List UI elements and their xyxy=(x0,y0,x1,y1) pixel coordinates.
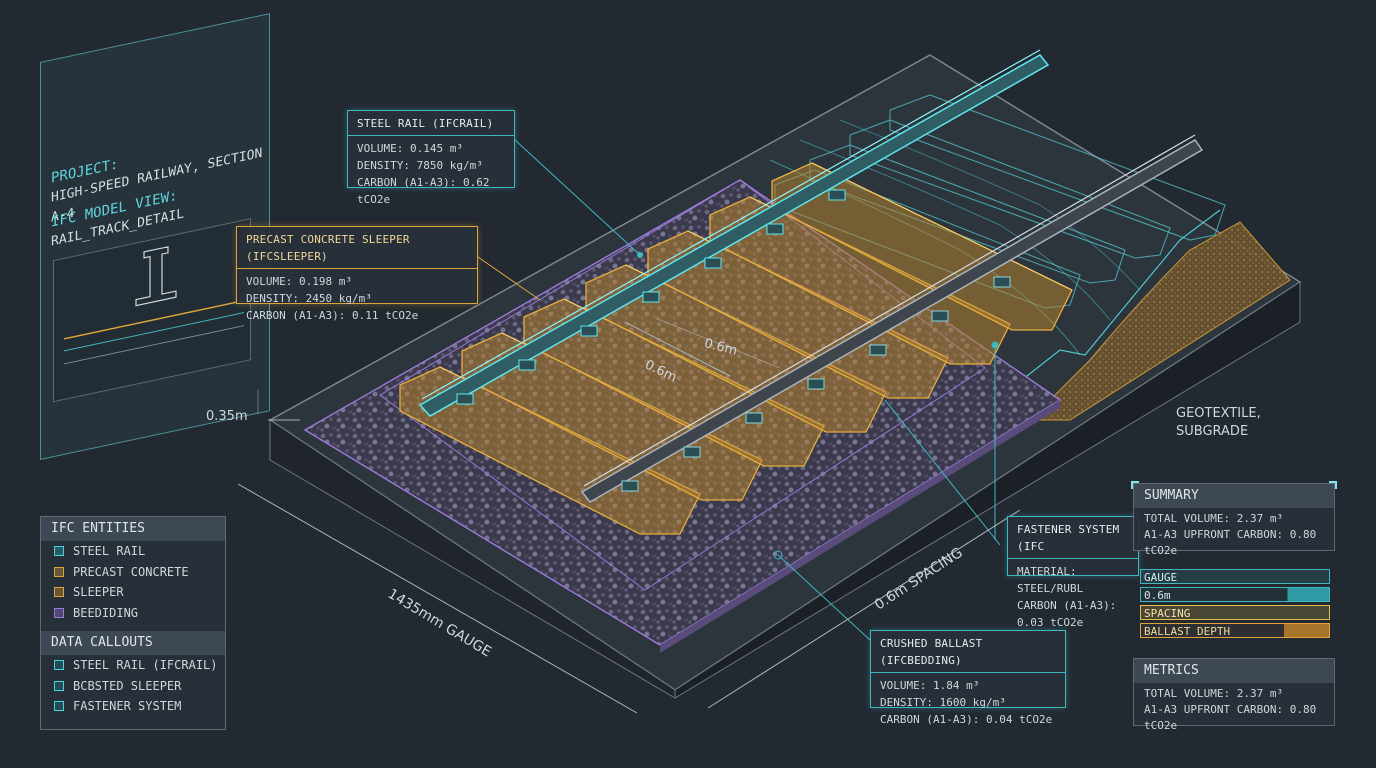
callout-steel-rail-density: DENSITY: 7850 kg/m³ xyxy=(357,159,483,172)
callout-sleeper-carbon: CARBON (A1-A3): 0.11 tCO2e xyxy=(246,309,419,322)
callout-ballast: CRUSHED BALLAST (IFCBEDDING) VOLUME: 1.8… xyxy=(870,630,1066,726)
callout-steel-rail-volume: VOLUME: 0.145 m³ xyxy=(357,142,463,155)
fastener-clip xyxy=(621,480,639,492)
fastener-clip xyxy=(993,276,1011,288)
callout-ballast-title: CRUSHED BALLAST (IFCBEDDING) xyxy=(880,637,983,667)
summary-total-volume: TOTAL VOLUME: 2.37 m³ xyxy=(1144,512,1284,525)
legend-item-bedding[interactable]: BEEDIDING xyxy=(41,603,225,624)
swatch-cyan xyxy=(54,680,64,691)
ifc-entities-heading: IFC ENTITIES xyxy=(41,517,225,541)
callout-item-label: FASTENER SYSTEM xyxy=(73,699,182,714)
leader-lines xyxy=(474,139,1001,641)
callout-sleeper-title: PRECAST CONCRETE SLEEPER (IFCSLEEPER) xyxy=(246,233,410,263)
rail-right xyxy=(580,134,1204,503)
metrics-heading: METRICS xyxy=(1134,659,1334,683)
callout-item-sleeper[interactable]: BCBSTED SLEEPER xyxy=(41,676,225,697)
fastener-clip xyxy=(704,257,722,269)
swatch-purple xyxy=(54,607,64,618)
sleeper-edge xyxy=(811,162,1073,291)
metrics-total-volume: TOTAL VOLUME: 2.37 m³ xyxy=(1144,687,1284,700)
sleepers xyxy=(399,162,1073,535)
callout-item-fastener[interactable]: FASTENER SYSTEM xyxy=(41,696,225,717)
rail-profile-thumbnail xyxy=(53,218,251,403)
legend-label: SLEEPER xyxy=(73,585,124,600)
summary-heading: SUMMARY xyxy=(1134,484,1334,508)
geotextile-label-line1: GEOTEXTILE, xyxy=(1176,406,1261,421)
summary-carbon: A1-A3 UPFRONT CARBON: 0.80 tCO2e xyxy=(1144,528,1317,557)
fastener-clip xyxy=(518,359,536,371)
fastener-clip xyxy=(580,325,598,337)
callout-ballast-carbon: CARBON (A1-A3): 0.04 tCO2e xyxy=(880,713,1053,726)
bar-ballast-depth: BALLAST DEPTH xyxy=(1140,623,1330,638)
project-panel: PROJECT: HIGH-SPEED RAILWAY, SECTION A-4… xyxy=(40,13,270,460)
callout-sleeper-density: DENSITY: 2450 kg/m³ xyxy=(246,292,372,305)
rail-left xyxy=(418,49,1050,417)
fastener-clip xyxy=(642,291,660,303)
fastener-clip xyxy=(807,378,825,390)
depth-dimension-label: 0.35m xyxy=(206,409,248,424)
callout-fastener-title: FASTENER SYSTEM (IFC xyxy=(1017,523,1120,553)
fastener-clip xyxy=(869,344,887,356)
swatch-cyan xyxy=(54,546,64,557)
legend-label: PRECAST CONCRETE xyxy=(73,564,189,579)
callout-fastener-material: MATERIAL: STEEL/RUBL xyxy=(1017,565,1084,595)
callout-item-label: STEEL RAIL (IFCRAIL) xyxy=(73,658,218,673)
callout-steel-rail-title: STEEL RAIL (IFCRAIL) xyxy=(357,117,494,130)
callout-steel-rail-carbon: CARBON (A1-A3): 0.62 tCO2e xyxy=(357,176,490,206)
callout-fastener: FASTENER SYSTEM (IFC MATERIAL: STEEL/RUB… xyxy=(1007,516,1139,629)
callout-item-label: BCBSTED SLEEPER xyxy=(73,678,182,693)
data-callouts-heading: DATA CALLOUTS xyxy=(41,631,225,655)
legend-item-precast-concrete[interactable]: PRECAST CONCRETE xyxy=(41,562,225,583)
bar-spacing: SPACING xyxy=(1140,605,1330,620)
callout-item-steel-rail[interactable]: STEEL RAIL (IFCRAIL) xyxy=(41,655,225,676)
metrics-panel: METRICS TOTAL VOLUME: 2.37 m³ A1-A3 UPFR… xyxy=(1133,658,1335,732)
swatch-orange xyxy=(54,587,64,598)
fastener-clip xyxy=(766,223,784,235)
fastener-clip xyxy=(828,189,846,201)
swatch-cyan xyxy=(54,701,64,712)
summary-panel: SUMMARY TOTAL VOLUME: 2.37 m³ A1-A3 UPFR… xyxy=(1131,481,1337,557)
fastener-clip xyxy=(931,310,949,322)
rail-profile-icon xyxy=(64,246,244,365)
legend-item-sleeper[interactable]: SLEEPER xyxy=(41,582,225,603)
callout-sleeper-volume: VOLUME: 0.198 m³ xyxy=(246,275,352,288)
legend-item-steel-rail[interactable]: STEEL RAIL xyxy=(41,541,225,562)
fastener-clip xyxy=(456,393,474,405)
callout-ballast-volume: VOLUME: 1.84 m³ xyxy=(880,679,980,692)
legend-panel: IFC ENTITIES STEEL RAIL PRECAST CONCRETE… xyxy=(40,516,226,730)
geotextile-label: GEOTEXTILE, SUBGRADE xyxy=(1176,405,1261,441)
callout-steel-rail: STEEL RAIL (IFCRAIL) VOLUME: 0.145 m³ DE… xyxy=(347,110,515,206)
callout-fastener-carbon: CARBON (A1-A3): 0.03 tCO2e xyxy=(1017,599,1117,629)
callout-ballast-density: DENSITY: 1600 kg/m³ xyxy=(880,696,1006,709)
fastener-clip xyxy=(683,446,701,458)
legend-label: STEEL RAIL xyxy=(73,544,146,559)
swatch-orange xyxy=(54,566,64,577)
bar-gauge-value: 0.6m xyxy=(1140,587,1330,602)
swatch-cyan xyxy=(54,660,64,671)
fastener-clip xyxy=(745,412,763,424)
fasteners xyxy=(456,189,1011,492)
bar-gauge: GAUGE xyxy=(1140,569,1330,584)
callout-sleeper: PRECAST CONCRETE SLEEPER (IFCSLEEPER) VO… xyxy=(236,226,478,322)
geotextile-label-line2: SUBGRADE xyxy=(1176,424,1249,439)
legend-label: BEEDIDING xyxy=(73,605,139,620)
metrics-carbon: A1-A3 UPFRONT CARBON: 0.80 tCO2e xyxy=(1144,703,1317,732)
